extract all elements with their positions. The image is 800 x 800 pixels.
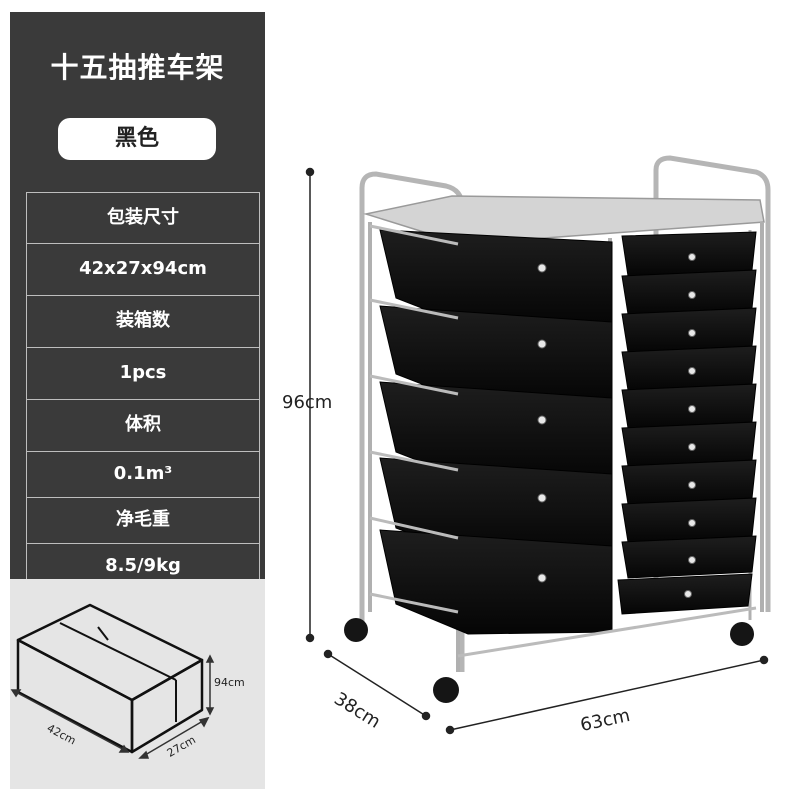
- spec-label-volume: 体积: [26, 400, 260, 452]
- spec-label-package-size: 包装尺寸: [26, 192, 260, 244]
- spec-value-carton-qty: 1pcs: [26, 348, 260, 400]
- spec-table: 包装尺寸 42x27x94cm 装箱数 1pcs 体积 0.1m³ 净毛重 8.…: [26, 192, 260, 590]
- spec-label-weight: 净毛重: [26, 498, 260, 544]
- product-title: 十五抽推车架: [50, 51, 225, 84]
- spec-label-carton-qty: 装箱数: [26, 296, 260, 348]
- spec-panel: 十五抽推车架 黑色 包装尺寸 42x27x94cm 装箱数 1pcs 体积 0.…: [10, 12, 265, 590]
- package-height-label: 94cm: [214, 676, 245, 689]
- color-badge: 黑色: [58, 118, 216, 160]
- dimension-height-label: 96cm: [282, 392, 333, 413]
- spec-value-package-size: 42x27x94cm: [26, 244, 260, 296]
- spec-value-volume: 0.1m³: [26, 452, 260, 498]
- package-illustration-area: [10, 579, 265, 789]
